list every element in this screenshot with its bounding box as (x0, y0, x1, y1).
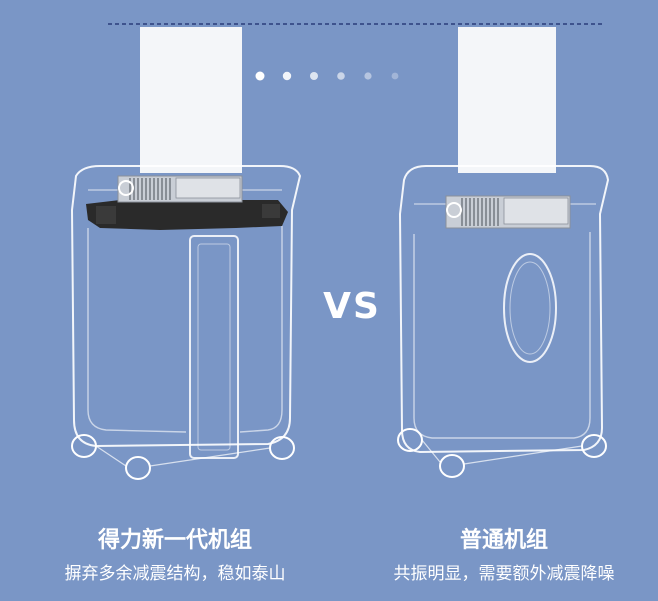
left-wheel (269, 436, 295, 460)
left-subtitle: 摒弃多余减震结构，稳如泰山 (64, 564, 286, 584)
carousel-dot[interactable] (310, 72, 318, 80)
vs-label: VS (323, 286, 381, 327)
carousel-dot[interactable] (337, 72, 345, 80)
carousel-indicator (255, 71, 399, 81)
left-shredder (70, 27, 302, 480)
carousel-dot[interactable] (364, 72, 372, 80)
right-caption: 普通机组 共振明显，需要额外减震降噪 (350, 527, 658, 585)
left-cutter-tray (86, 200, 288, 230)
right-subtitle: 共振明显，需要额外减震降噪 (393, 564, 615, 584)
left-caption: 得力新一代机组 摒弃多余减震结构，稳如泰山 (0, 527, 350, 585)
right-oval-window (503, 253, 557, 363)
right-paper-sheet (458, 27, 556, 173)
right-shredder-outline (398, 165, 610, 454)
right-title: 普通机组 (459, 528, 548, 553)
carousel-dot[interactable] (391, 72, 399, 80)
left-shredder-outline (70, 165, 302, 448)
left-wheel (125, 456, 151, 480)
right-wheel (439, 454, 465, 478)
left-title: 得力新一代机组 (97, 528, 252, 553)
right-shredder (397, 27, 610, 478)
left-paper-sheet (140, 27, 242, 173)
carousel-dot[interactable] (255, 71, 265, 81)
carousel-dot[interactable] (282, 71, 292, 81)
left-window-slot (189, 235, 239, 459)
